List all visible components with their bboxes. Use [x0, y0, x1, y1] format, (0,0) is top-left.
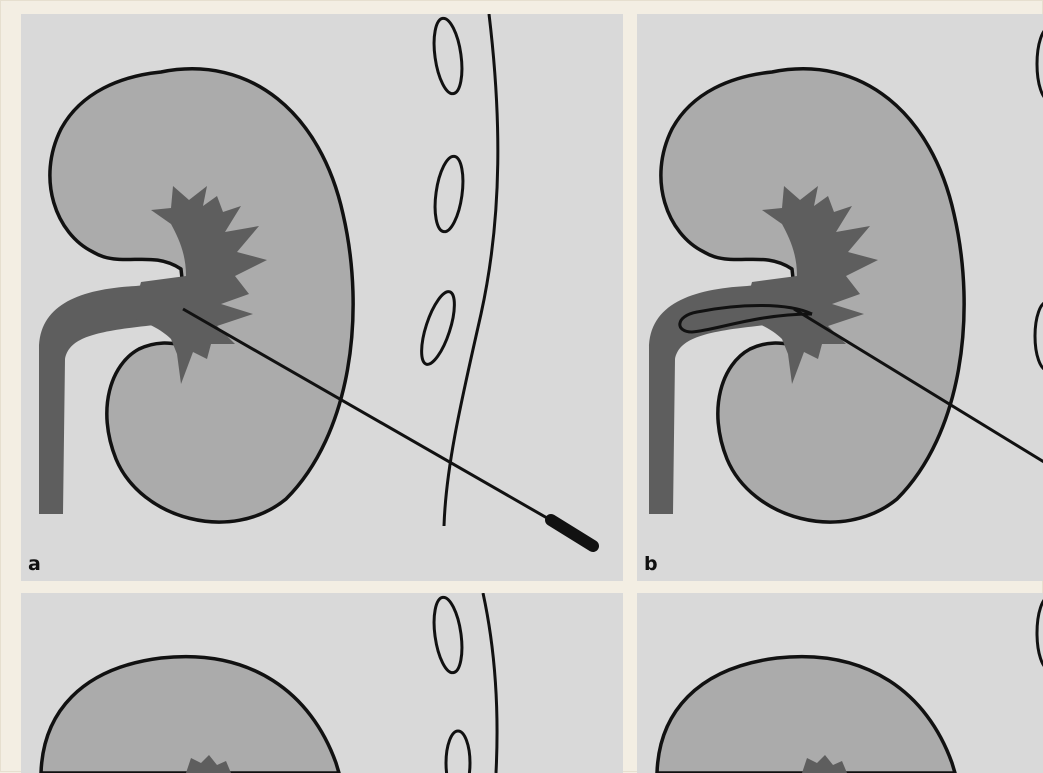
vertebra-1: [430, 596, 466, 675]
panel-b-illustration: [637, 14, 1043, 581]
panel-c-illustration: [21, 593, 623, 773]
panel-d-illustration: [637, 593, 1043, 773]
vertebra-2: [431, 155, 467, 234]
panel-label-b: b: [644, 555, 658, 574]
kidney-outline: [41, 657, 339, 773]
vertebra-1: [430, 17, 466, 96]
panel-b: b: [637, 14, 1043, 581]
panel-c: [21, 593, 623, 773]
spine-line: [483, 593, 497, 773]
panel-d: [637, 593, 1043, 773]
vertebra-partial-2: [1035, 302, 1043, 370]
vertebra-partial-1: [1037, 597, 1043, 669]
panel-a-illustration: [21, 14, 623, 581]
spine-line: [444, 14, 498, 526]
needle-hub: [551, 520, 593, 546]
kidney-outline: [657, 657, 955, 773]
panel-label-a: a: [28, 555, 41, 574]
vertebra-3: [415, 288, 461, 368]
panel-a: a: [21, 14, 623, 581]
vertebra-2: [446, 731, 470, 773]
vertebra-partial-1: [1037, 28, 1043, 100]
